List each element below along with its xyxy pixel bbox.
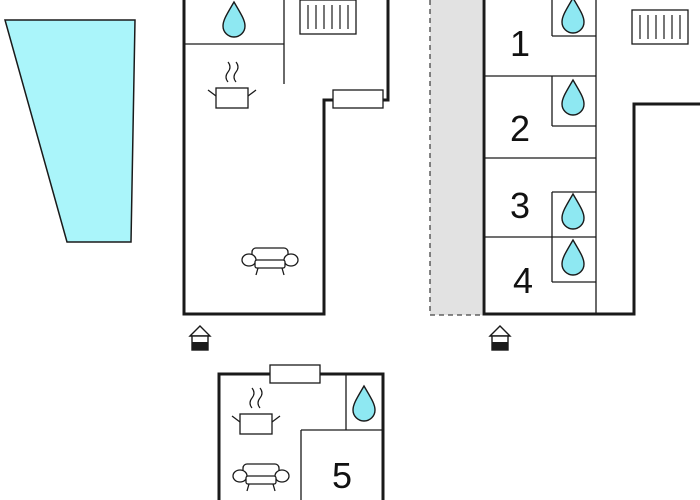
room-number-5: 5 — [332, 455, 352, 496]
walkway — [430, 0, 482, 315]
window — [332, 89, 384, 109]
radiator-icon — [299, 0, 357, 35]
water-drop-icon — [561, 239, 585, 276]
room-number-2: 2 — [510, 108, 530, 149]
water-drop-icon — [222, 1, 246, 38]
window — [269, 364, 321, 384]
water-drop-icon — [561, 193, 585, 230]
left-unit — [182, 0, 390, 351]
water-drop-icon — [561, 0, 585, 34]
sofa-icon — [232, 463, 290, 492]
room-number-4: 4 — [513, 260, 533, 301]
cooking-pot-icon — [207, 61, 257, 109]
radiator-icon — [631, 9, 689, 45]
cooking-pot-icon — [231, 387, 281, 435]
entrance-icon — [489, 325, 511, 351]
room-number-3: 3 — [510, 185, 530, 226]
sofa-icon — [241, 247, 299, 276]
pool — [4, 19, 136, 243]
right-unit: 1 2 3 4 — [482, 0, 700, 351]
water-drop-icon — [352, 385, 376, 422]
bottom-unit: 5 — [217, 364, 385, 500]
water-drop-icon — [561, 79, 585, 116]
entrance-icon — [189, 325, 211, 351]
walkway-outline — [429, 0, 482, 316]
room-number-1: 1 — [510, 23, 530, 64]
